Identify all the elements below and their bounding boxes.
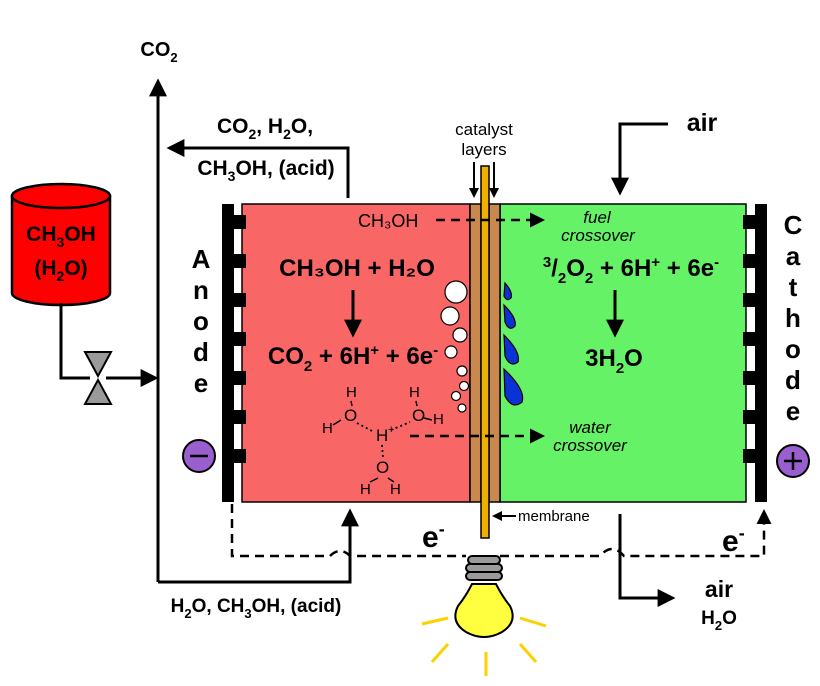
- anode-feed-label: H2O, CH3OH, (acid): [171, 596, 342, 621]
- anode-exhaust-arrow: [166, 139, 350, 198]
- membrane: [480, 165, 490, 539]
- cathode-letter-3: t: [789, 272, 798, 302]
- cathode-letter-4: h: [785, 303, 801, 333]
- anode-current-collector: [222, 204, 246, 502]
- cathode-letter-2: a: [786, 241, 801, 271]
- electron-right-label: e-: [722, 523, 745, 558]
- anode-reactant-equation: CH₃OH + H₂O: [279, 255, 435, 282]
- anode-letter-3: o: [193, 306, 209, 336]
- negative-terminal-icon: [182, 439, 216, 473]
- anode-feed-arrow: [158, 508, 359, 584]
- water-crossover-label-1: water: [569, 418, 612, 437]
- methanol-crossover-source: CH₃OH: [358, 211, 418, 231]
- co2-bubbles: [440, 280, 470, 413]
- positive-terminal-icon: [776, 444, 810, 478]
- hydronium-cluster: H + O H H O H H O H H: [322, 384, 444, 498]
- svg-text:H: H: [346, 384, 357, 401]
- cathode-letter-6: d: [785, 365, 801, 395]
- cathode-letter-5: o: [785, 334, 801, 364]
- water-droplets: [503, 281, 524, 406]
- svg-text:H: H: [376, 426, 388, 445]
- cathode-letter-7: e: [786, 396, 800, 426]
- cathode-chamber: [499, 203, 747, 503]
- fuel-crossover-label-1: fuel: [583, 208, 612, 227]
- anode-letter-2: n: [193, 275, 209, 305]
- air-in-arrow: [611, 122, 668, 196]
- air-out-label: air: [705, 576, 733, 602]
- svg-text:O: O: [412, 406, 425, 425]
- svg-text:O: O: [376, 458, 389, 477]
- air-out-arrow: [618, 514, 676, 607]
- svg-text:H: H: [433, 411, 444, 428]
- anode-letter-1: A: [192, 244, 211, 274]
- water-crossover-label-2: crossover: [553, 436, 628, 455]
- svg-text:H: H: [390, 481, 401, 498]
- cathode-product-equation: 3H2O: [585, 345, 643, 377]
- valve-icon: [83, 351, 113, 405]
- cathode-reactant-equation: 3/2O2 + 6H+ + 6e-: [543, 254, 719, 287]
- water-out-label: H2O: [701, 608, 737, 633]
- tank-label-water: (H2O): [34, 257, 87, 284]
- air-in-label: air: [687, 109, 718, 137]
- tank-label-methanol: CH3OH: [26, 223, 96, 250]
- anode-letter-4: d: [193, 337, 209, 367]
- anode-exhaust-label-1: CO2, H2O,: [217, 115, 313, 142]
- cathode-catalyst-layer: [488, 203, 501, 503]
- svg-text:H: H: [322, 420, 333, 437]
- light-bulb-icon: [421, 555, 547, 676]
- anode-catalyst-layer: [469, 203, 482, 503]
- cathode-current-collector: [743, 204, 767, 502]
- anode-exhaust-label-2: CH3OH, (acid): [197, 157, 334, 184]
- catalyst-label-2: layers: [461, 140, 506, 159]
- svg-text:H: H: [409, 384, 420, 401]
- fuel-crossover-label-2: crossover: [561, 226, 636, 245]
- electron-left-label: e-: [422, 519, 445, 554]
- methanol-tank: [10, 182, 112, 307]
- external-circuit-left: [230, 504, 466, 558]
- membrane-label: membrane: [518, 508, 590, 525]
- anode-letter-5: e: [194, 368, 208, 398]
- anode-product-equation: CO2 + 6H+ + 6e-: [268, 342, 438, 375]
- catalyst-label-1: catalyst: [455, 120, 513, 139]
- svg-text:O: O: [344, 406, 357, 425]
- external-circuit-right: [500, 509, 772, 558]
- co2-vent-label: CO2: [140, 39, 177, 65]
- anode-chamber: [241, 203, 471, 503]
- cathode-letter-1: C: [784, 210, 803, 240]
- svg-text:H: H: [360, 481, 371, 498]
